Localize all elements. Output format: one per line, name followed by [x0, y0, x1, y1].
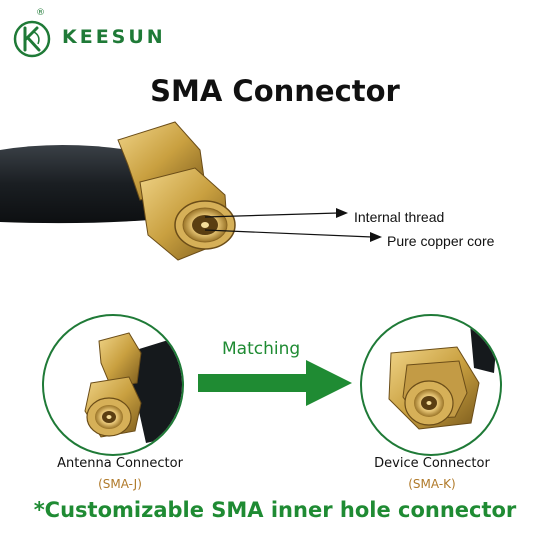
- device-connector-code: (SMA-K): [408, 477, 456, 491]
- sma-connector-photo: [0, 121, 382, 261]
- matching-label: Matching: [222, 339, 301, 359]
- callout-internal-thread: Internal thread: [354, 209, 445, 225]
- keesun-logo: [13, 20, 51, 58]
- registered-mark: ®: [36, 8, 45, 18]
- antenna-connector-image: [42, 314, 184, 456]
- callout-pure-copper-core: Pure copper core: [387, 233, 495, 249]
- footer-note: *Customizable SMA inner hole connector: [33, 498, 517, 522]
- matching-arrow-icon: [198, 360, 352, 406]
- antenna-connector-label: Antenna Connector: [57, 456, 183, 471]
- antenna-connector-code: (SMA-J): [98, 477, 142, 491]
- brand-name: KEESUN: [62, 26, 166, 48]
- device-connector-label: Device Connector: [374, 456, 490, 471]
- device-connector-image: [360, 314, 502, 456]
- page-title: SMA Connector: [150, 74, 400, 108]
